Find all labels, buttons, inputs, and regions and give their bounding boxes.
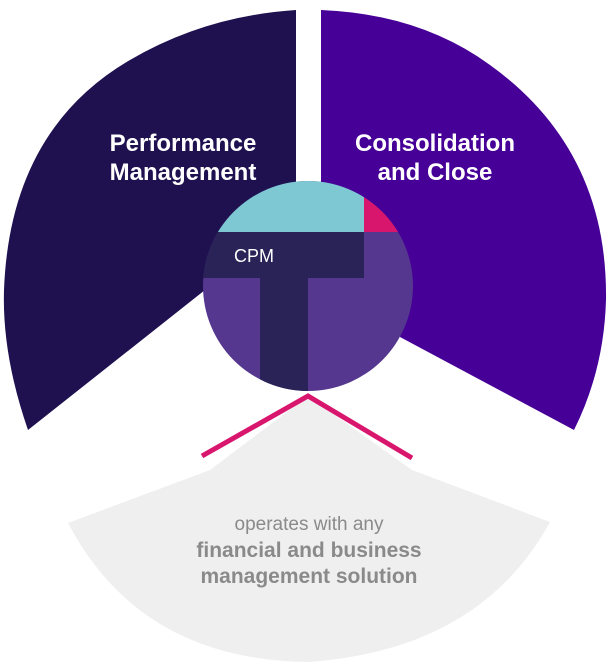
cpm-label: CPM bbox=[234, 246, 274, 266]
bottom-text-line1: operates with any bbox=[235, 514, 384, 535]
bottom-text-line3: management solution bbox=[200, 565, 417, 588]
performance-management-segment bbox=[3, 10, 296, 430]
performance-title-line1: Performance bbox=[110, 130, 257, 157]
connector-chevron bbox=[200, 393, 414, 461]
consolidation-title-line2: and Close bbox=[378, 159, 493, 186]
consolidation-title-line1: Consolidation bbox=[355, 130, 515, 157]
bottom-text-line2: financial and business bbox=[196, 539, 421, 562]
financial-solution-segment bbox=[68, 396, 550, 662]
consolidation-and-close-segment bbox=[321, 10, 607, 430]
vertical-bar bbox=[260, 278, 308, 391]
top-bar bbox=[203, 232, 364, 278]
cpm-center-circle bbox=[203, 181, 413, 391]
performance-title-line2: Management bbox=[110, 159, 257, 186]
